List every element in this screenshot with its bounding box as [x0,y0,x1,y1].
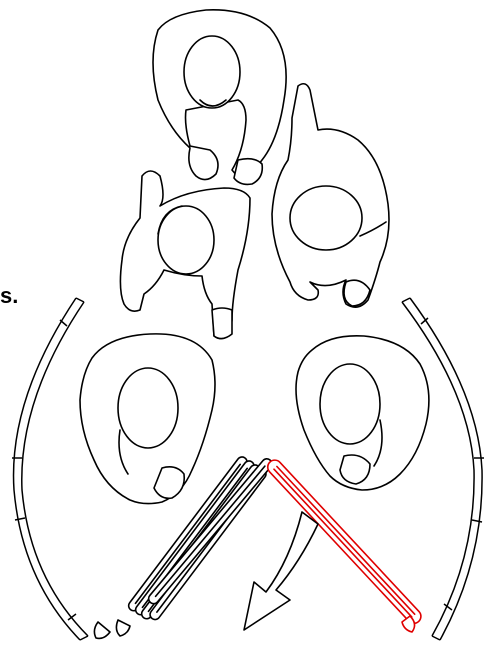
folded-panel-stack [93,456,273,640]
person-5 [295,334,430,491]
right-curved-rail [401,297,484,641]
highlighted-panel [266,459,422,633]
person-1 [152,9,287,186]
curved-arrow-icon [243,511,319,631]
person-3 [271,82,390,308]
person-4 [79,333,216,505]
left-curved-rail [12,297,89,641]
partial-label: s. [0,283,18,308]
person-2 [119,170,251,340]
